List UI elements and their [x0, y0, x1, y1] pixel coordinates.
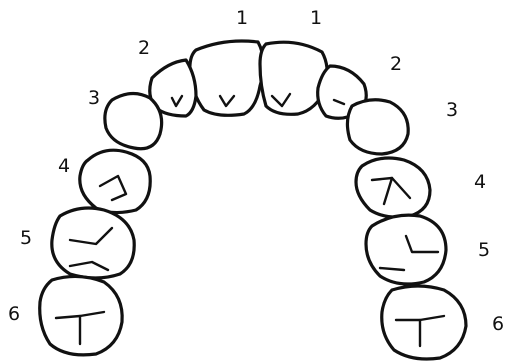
label-left-3: 3	[88, 87, 100, 109]
label-right-1: 1	[310, 7, 322, 29]
label-left-4: 4	[58, 155, 70, 177]
label-right-5: 5	[478, 239, 490, 261]
label-left-6: 6	[8, 303, 20, 325]
tooth-left-1	[190, 41, 264, 115]
tooth-right-6	[382, 286, 466, 359]
label-right-4: 4	[474, 171, 486, 193]
tooth-left-5	[52, 208, 134, 278]
tooth-right-3	[347, 100, 408, 154]
tooth-right-5	[366, 215, 446, 284]
label-left-1: 1	[236, 7, 248, 29]
label-left-2: 2	[138, 37, 150, 59]
label-right-6: 6	[492, 313, 504, 335]
tooth-right-1	[260, 42, 327, 114]
tooth-right-4	[356, 158, 430, 217]
tooth-left-3	[105, 93, 162, 148]
label-left-5: 5	[20, 227, 32, 249]
label-right-2: 2	[390, 53, 402, 75]
tooth-left-4	[80, 150, 150, 212]
label-right-3: 3	[446, 99, 458, 121]
tooth-left-6	[40, 276, 122, 354]
